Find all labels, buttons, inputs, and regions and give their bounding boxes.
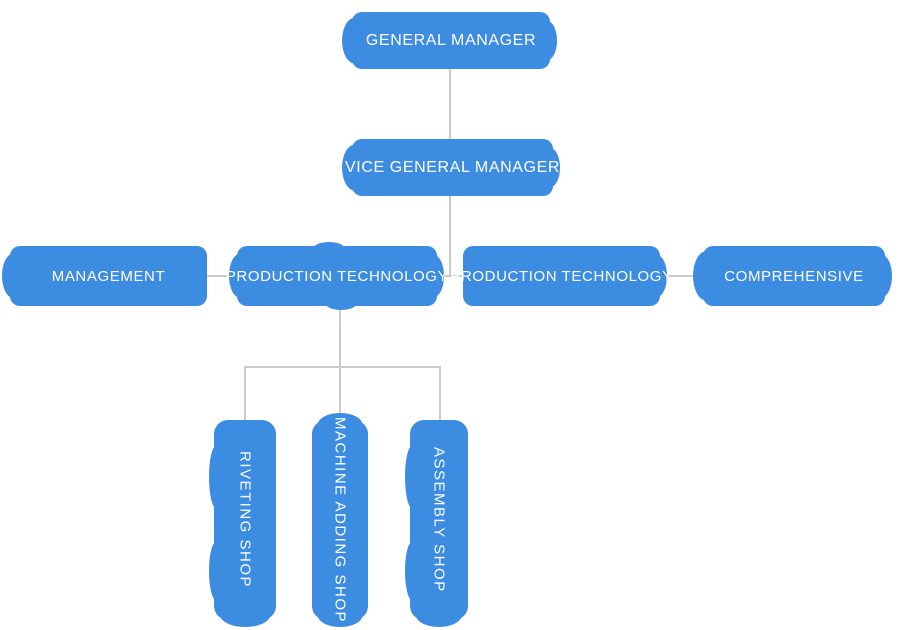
shape-bulge — [317, 603, 363, 627]
shape-bulge — [342, 144, 368, 191]
shape-bulge — [209, 542, 223, 600]
node-label: GENERAL MANAGER — [365, 31, 537, 49]
shape-bulge — [314, 242, 344, 254]
connector-pt1-drop — [339, 306, 341, 420]
node-assembly-shop[interactable]: ASSEMBLY SHOP — [405, 420, 468, 627]
node-comprehensive[interactable]: COMPREHENSIVE — [693, 246, 892, 306]
shape-bulge — [415, 603, 463, 627]
shape-bulge — [209, 446, 223, 508]
connector-management-pt1 — [204, 275, 238, 277]
node-management[interactable]: MANAGEMENT — [2, 246, 207, 306]
shape-bulge — [693, 251, 719, 301]
node-general-manager[interactable]: GENERAL MANAGER — [342, 12, 557, 69]
node-label: VICE GENERAL MANAGER — [345, 158, 561, 176]
node-label: MACHINE ADDING SHOP — [331, 416, 349, 624]
node-label: RIVETING SHOP — [236, 451, 254, 589]
shape-bulge — [537, 20, 557, 61]
connector-shops-bus — [244, 366, 441, 368]
shape-bulge — [424, 255, 444, 297]
connector-riveting-drop — [244, 366, 246, 420]
shape-bulge — [317, 413, 363, 437]
node-machine-adding-shop[interactable]: MACHINE ADDING SHOP — [312, 413, 368, 627]
shape-bulge — [2, 253, 24, 299]
node-label: PRODUCTION TECHNOLOGY — [450, 267, 673, 285]
shape-bulge — [220, 603, 270, 627]
connector-assembly-drop — [439, 366, 441, 420]
node-label: MANAGEMENT — [51, 267, 166, 285]
node-production-technology-2[interactable]: PRODUCTION TECHNOLOGY — [450, 246, 672, 306]
connector-pt1-pt2 — [439, 275, 465, 277]
connector-gm-to-vgm — [449, 69, 451, 139]
shape-bulge — [342, 17, 368, 64]
shape-bulge — [540, 147, 560, 188]
shape-bulge — [647, 255, 667, 297]
connector-pt2-comprehensive — [661, 275, 704, 277]
node-production-technology-1[interactable]: PRODUCTION TECHNOLOGY — [226, 242, 448, 310]
shape-bulge — [326, 298, 356, 310]
node-label: ASSEMBLY SHOP — [430, 447, 448, 593]
node-riveting-shop[interactable]: RIVETING SHOP — [209, 420, 276, 627]
connector-vgm-drop — [449, 196, 451, 276]
node-label: PRODUCTION TECHNOLOGY — [225, 267, 449, 285]
shape-bulge — [872, 255, 892, 297]
shape-bulge — [405, 542, 419, 600]
shape-bulge — [405, 446, 419, 508]
node-label: COMPREHENSIVE — [724, 267, 864, 285]
node-vice-general-manager[interactable]: VICE GENERAL MANAGER — [342, 139, 560, 196]
shape-bulge — [229, 253, 251, 299]
